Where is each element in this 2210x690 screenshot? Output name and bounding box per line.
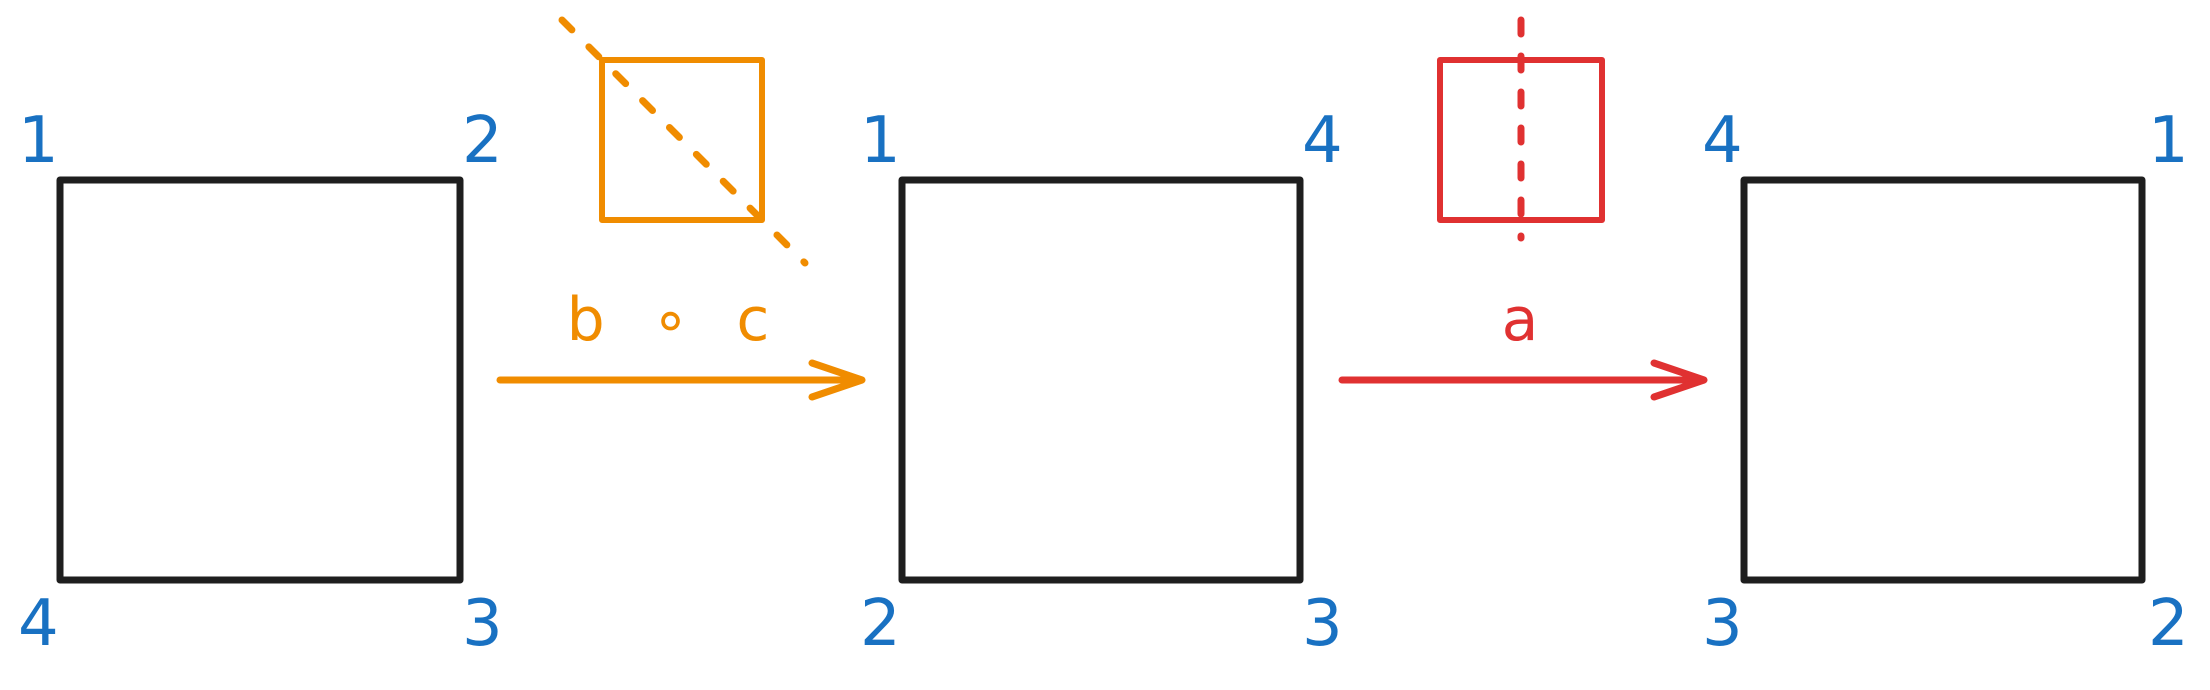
diagonal-axis-line (558, 16, 809, 267)
arrow-head (808, 359, 866, 401)
arrow-diagonal-reflection (496, 359, 866, 401)
square-original-outline (56, 176, 464, 584)
vertex-label-bottom-left: 3 (1702, 587, 1743, 661)
square-after-b-c-outline (898, 176, 1304, 584)
vertex-label-top-left: 1 (860, 104, 901, 178)
diagonal-reflection-icon (558, 16, 809, 267)
square-after-a-outline (1740, 176, 2146, 584)
arrow-vertical-reflection (1338, 359, 1708, 401)
vertex-label-top-right: 2 (462, 104, 503, 178)
square-after-b-c: 1 4 3 2 (860, 104, 1343, 661)
square-after-a: 4 1 2 3 (1702, 104, 2189, 661)
vertex-label-bottom-right: 3 (1302, 587, 1343, 661)
vertical-reflection-icon (1437, 16, 1605, 242)
vertex-label-top-left: 4 (1702, 104, 1743, 178)
vertex-label-bottom-right: 2 (2148, 587, 2189, 661)
transformation-label-b-c: b ∘ c (567, 285, 784, 355)
vertex-label-top-right: 4 (1302, 104, 1343, 178)
vertex-label-bottom-left: 4 (18, 587, 59, 661)
vertex-label-bottom-right: 3 (462, 587, 503, 661)
vertex-label-bottom-left: 2 (860, 587, 901, 661)
arrow-head (1650, 359, 1708, 401)
diagonal-icon-square (599, 57, 765, 223)
square-original: 1 2 3 4 (18, 104, 503, 661)
transformation-label-a: a (1502, 285, 1539, 355)
vertex-label-top-right: 1 (2148, 104, 2189, 178)
vertex-label-top-left: 1 (18, 104, 59, 178)
